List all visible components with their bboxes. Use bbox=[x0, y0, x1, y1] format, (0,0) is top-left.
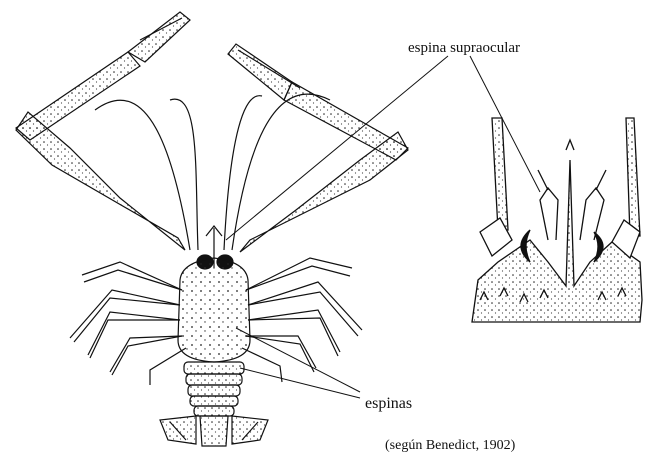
label-supraocular-spine: espina supraocular bbox=[408, 40, 520, 57]
abdomen bbox=[184, 362, 244, 416]
tail-fan bbox=[160, 416, 268, 446]
source-credit: (según Benedict, 1902) bbox=[385, 438, 515, 454]
left-flagellum bbox=[95, 100, 190, 250]
label-spines: espinas bbox=[365, 395, 412, 413]
left-legs bbox=[70, 262, 186, 385]
right-flagellum bbox=[232, 94, 330, 250]
right-legs bbox=[242, 258, 362, 382]
right-flagellum-2 bbox=[224, 96, 262, 250]
lobster-dorsal-view bbox=[16, 12, 408, 446]
left-antenna-arm bbox=[16, 12, 190, 250]
head-detail-inset bbox=[472, 118, 642, 322]
supraocular-leader-body bbox=[226, 56, 448, 240]
carapace bbox=[178, 258, 250, 362]
